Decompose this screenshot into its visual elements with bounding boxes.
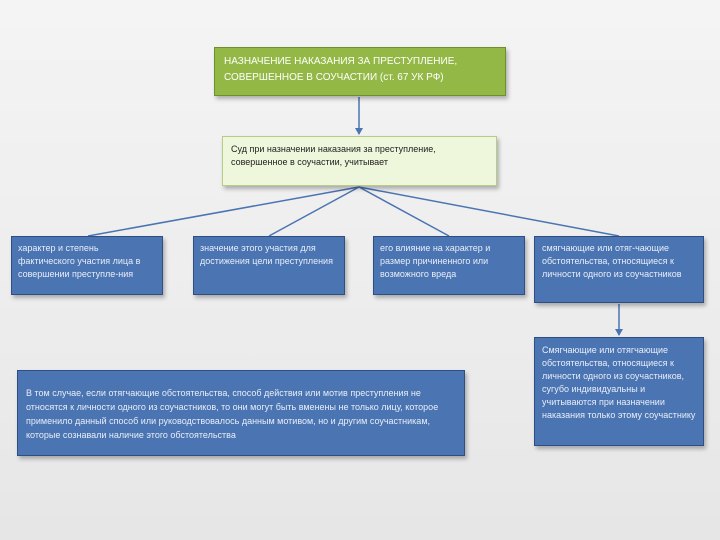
factor-participation-significance: значение этого участия для достижения це…: [193, 236, 345, 295]
factor-participation-degree: характер и степень фактического участия …: [11, 236, 163, 295]
court-considers-box: Суд при назначении наказания за преступл…: [222, 136, 497, 186]
rule-individual-circumstances: Смягчающие или отягчающие обстоятельства…: [534, 337, 704, 446]
factor-personal-circumstances: смягчающие или отяг-чающие обстоятельств…: [534, 236, 704, 303]
diagram-title: НАЗНАЧЕНИЕ НАКАЗАНИЯ ЗА ПРЕСТУПЛЕНИЕ, СО…: [214, 47, 506, 96]
factor-harm-influence: его влияние на характер и размер причине…: [373, 236, 525, 295]
rule-exception-box: В том случае, если отягчающие обстоятель…: [17, 370, 465, 456]
connector-to-factor-4: [358, 186, 620, 237]
connector-to-factor-3: [358, 186, 450, 237]
connector-to-factor-2: [268, 186, 360, 237]
connector-to-factor-1: [87, 186, 360, 237]
